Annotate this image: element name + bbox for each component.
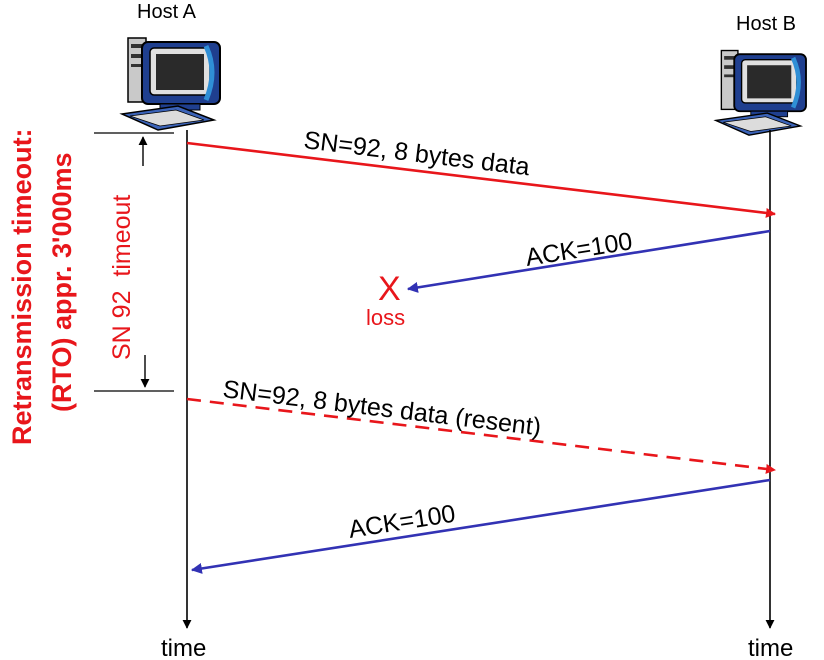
ack-arrow: [190, 478, 771, 574]
lost-ack-arrow: [406, 229, 771, 293]
host-a-label: Host A: [137, 1, 197, 23]
resent-segment-label: SN=92, 8 bytes data (resent): [221, 375, 542, 441]
resent-segment-arrow: [186, 397, 776, 474]
host-b-label: Host B: [736, 13, 796, 35]
rto-label-line1: Retransmission timeout:: [7, 128, 37, 445]
loss-label: loss: [366, 305, 405, 330]
timeout-label: SN 92 timeout: [108, 195, 136, 360]
loss-x-mark: X: [378, 270, 401, 308]
host-b-time-label: time: [748, 635, 793, 660]
host-b-computer-icon: [713, 49, 807, 136]
host-a-computer-icon: [119, 37, 221, 131]
rto-label-line2: (RTO) appr. 3'000ms: [47, 152, 77, 412]
data-segment-label: SN=92, 8 bytes data: [302, 126, 531, 181]
lost-ack-label: ACK=100: [524, 227, 635, 272]
host-a-time-label: time: [161, 635, 206, 660]
data-segment-arrow: [186, 141, 776, 218]
